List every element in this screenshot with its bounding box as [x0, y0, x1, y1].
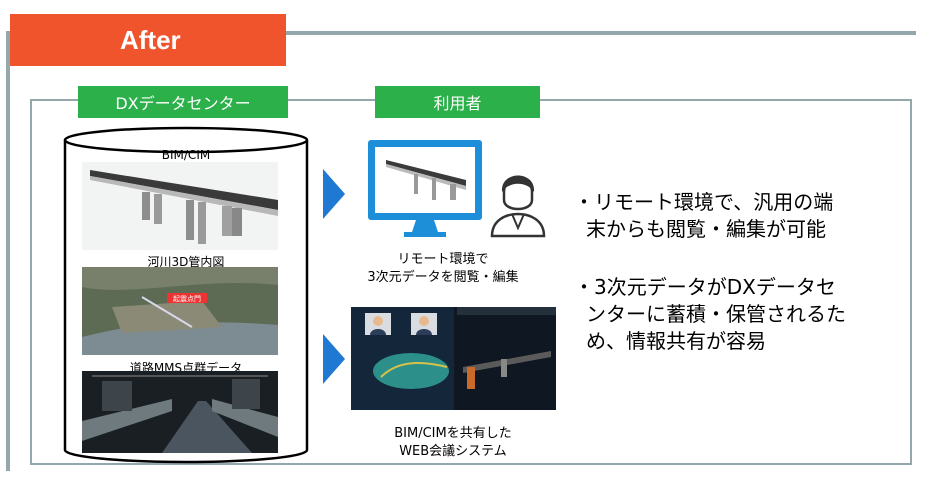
river-aerial-image: 起震点門 — [82, 267, 278, 355]
road-point-cloud-image — [82, 371, 278, 453]
arrow-to-webconf — [323, 334, 345, 384]
after-tab: After — [10, 14, 286, 66]
webconf-caption-line1: BIM/CIMを共有した — [394, 426, 512, 441]
dx-data-center-tab: DXデータセンター — [78, 86, 288, 118]
bim-cim-label: BIM/CIM — [161, 148, 211, 162]
remote-caption: リモート環境で 3次元データを閲覧・編集 — [348, 251, 538, 287]
bullet-share-line1: ・3次元データがDXデータセ — [574, 275, 836, 299]
user-person-icon — [488, 166, 548, 238]
monitor-icon — [366, 138, 484, 238]
web-conference-screenshot — [351, 307, 556, 410]
bullet-remote-line2: 末からも閲覧・編集が可能 — [586, 217, 826, 241]
bullet-share: ・3次元データがDXデータセ ンターに蓄積・保管されるた め、情報共有が容易 — [574, 274, 846, 355]
outer-frame — [6, 31, 916, 471]
arrow-to-remote — [323, 169, 345, 219]
river-marker-label: 起震点門 — [173, 295, 201, 303]
river-3d-label: 河川3D管内図 — [147, 255, 225, 269]
bullet-remote-line1: ・リモート環境で、汎用の端 — [574, 190, 834, 214]
user-tab: 利用者 — [375, 86, 540, 118]
remote-caption-line1: リモート環境で — [397, 252, 489, 267]
bullet-remote: ・リモート環境で、汎用の端 末からも閲覧・編集が可能 — [574, 189, 833, 243]
bim-cim-bridge-image — [82, 162, 278, 250]
webconf-caption-line2: WEB会議システム — [399, 444, 507, 459]
bullet-share-line3: め、情報共有が容易 — [586, 329, 766, 353]
bullet-share-line2: ンターに蓄積・保管されるた — [586, 302, 846, 326]
webconf-caption: BIM/CIMを共有した WEB会議システム — [348, 425, 558, 461]
remote-caption-line2: 3次元データを閲覧・編集 — [367, 270, 519, 285]
